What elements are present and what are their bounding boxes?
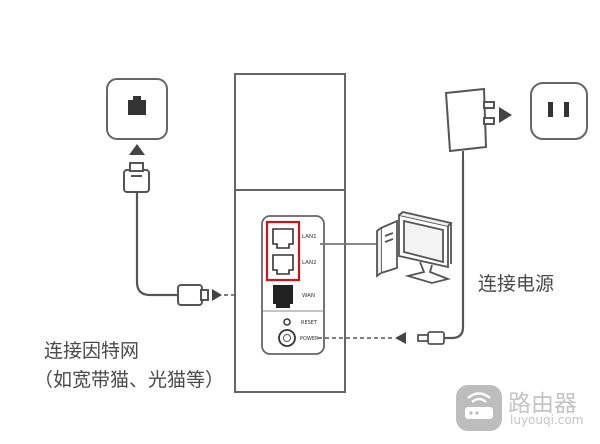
wan-port [273,285,293,308]
left-arrow-icon [395,332,406,344]
computer-icon [376,211,453,284]
rj45-plug-top [123,162,150,193]
dc-plug [417,331,445,345]
wan-cable [135,192,178,297]
internet-subcaption: （如宽带猫、光猫等） [34,369,225,391]
rj45-plug-bottom [177,284,209,306]
router-logo-icon [456,385,502,431]
network-wall-socket [106,78,168,140]
reset-label: RESET [301,320,318,326]
power-caption: 连接电源 [478,273,555,295]
watermark-name: 路由器 [508,391,577,417]
power-label: POWER [300,336,319,342]
right-arrow-icon [499,107,512,123]
watermark: 路由器 luyouqi.com [456,383,596,433]
lan-ports [265,220,301,282]
lan1-label: LAN1 [302,234,317,240]
lan2-label: LAN2 [302,260,317,266]
power-cable [444,160,465,340]
internet-caption: 连接因特网 [44,340,140,362]
power-wall-outlet [530,82,588,140]
wan-label: WAN [302,293,315,299]
power-adapter [444,87,495,160]
reset-button [283,318,291,326]
up-arrow-icon [129,144,145,155]
watermark-url: luyouqi.com [510,413,584,427]
right-arrow-icon [212,289,222,301]
